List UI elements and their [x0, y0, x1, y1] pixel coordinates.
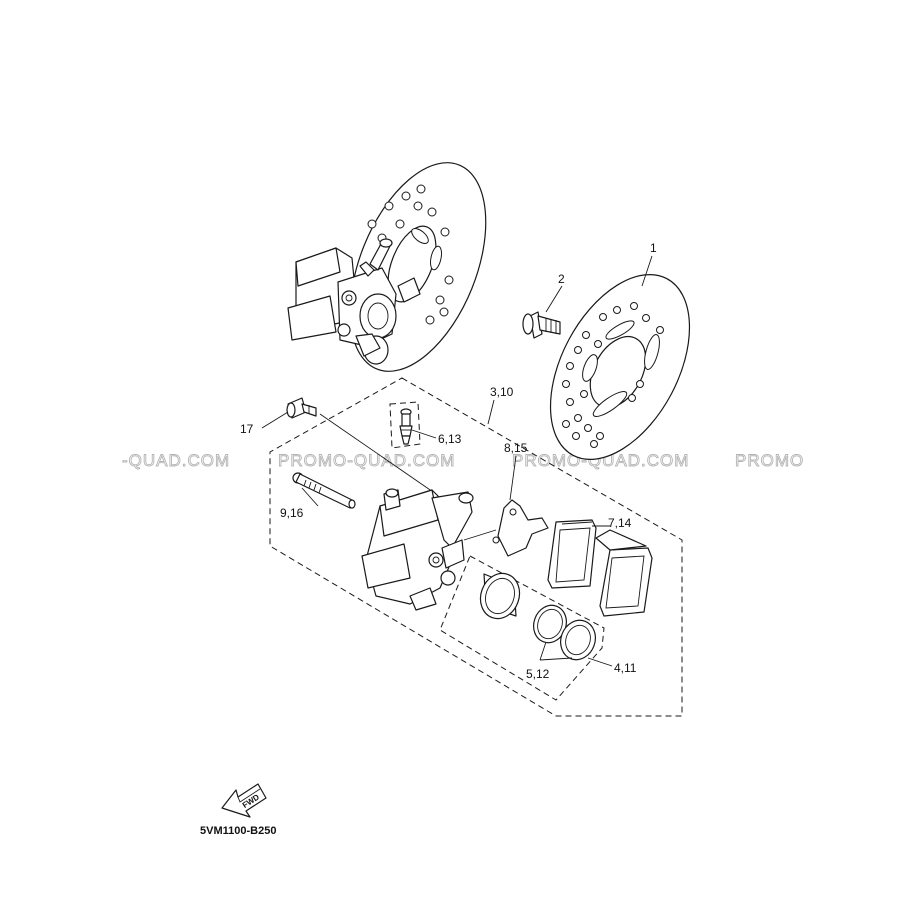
- watermark: -QUAD.COM PROMO-QUAD.COM PROMO-QUAD.COM …: [122, 451, 804, 471]
- callout-8-15: 8,15: [504, 441, 528, 455]
- bleed-screw-outline: [389, 401, 421, 449]
- callout-3-10: 3,10: [490, 385, 514, 399]
- forward-arrow-icon: FWD: [221, 783, 267, 818]
- caliper-piston-part: [479, 572, 521, 620]
- disc-bolt-part: [522, 311, 561, 339]
- diagram-code: 5VM1100-B250: [200, 825, 276, 837]
- callout-1: 1: [650, 241, 657, 255]
- pad-support-part: [492, 499, 549, 557]
- caliper-body-part: [361, 488, 474, 611]
- bleed-screw-part: [399, 408, 413, 445]
- watermark-text-3: PROMO-QUAD.COM: [512, 451, 689, 470]
- caliper-kit-outline: [269, 377, 683, 717]
- assembled-brake-illustration: [287, 162, 487, 372]
- callout-7-14: 7,14: [608, 516, 632, 530]
- dust-seal-part: [560, 619, 596, 661]
- callout-2: 2: [558, 272, 565, 286]
- assembled-caliper: [287, 238, 421, 365]
- seal-kit-outline: [439, 555, 605, 701]
- caliper-axis-line: [463, 529, 497, 541]
- bolt-axis-line: [319, 413, 437, 495]
- watermark-text-2: PROMO-QUAD.COM: [278, 451, 455, 470]
- watermark-text-4: PROMO: [735, 451, 804, 470]
- leader-lines: [261, 255, 653, 667]
- brake-pad-outer: [595, 529, 653, 617]
- pad-pin-part: [292, 472, 356, 509]
- watermark-text-1: -QUAD.COM: [122, 451, 230, 470]
- brake-disc-part: [549, 274, 691, 460]
- piston-seal-part: [533, 604, 567, 644]
- caliper-bolt-part: [286, 397, 317, 419]
- callout-9-16: 9,16: [280, 506, 304, 520]
- callout-4-11: 4,11: [614, 661, 637, 675]
- callout-17: 17: [240, 422, 254, 436]
- brake-pad-inner: [547, 519, 597, 589]
- callout-6-13: 6,13: [438, 432, 462, 446]
- callout-5-12: 5,12: [526, 667, 550, 681]
